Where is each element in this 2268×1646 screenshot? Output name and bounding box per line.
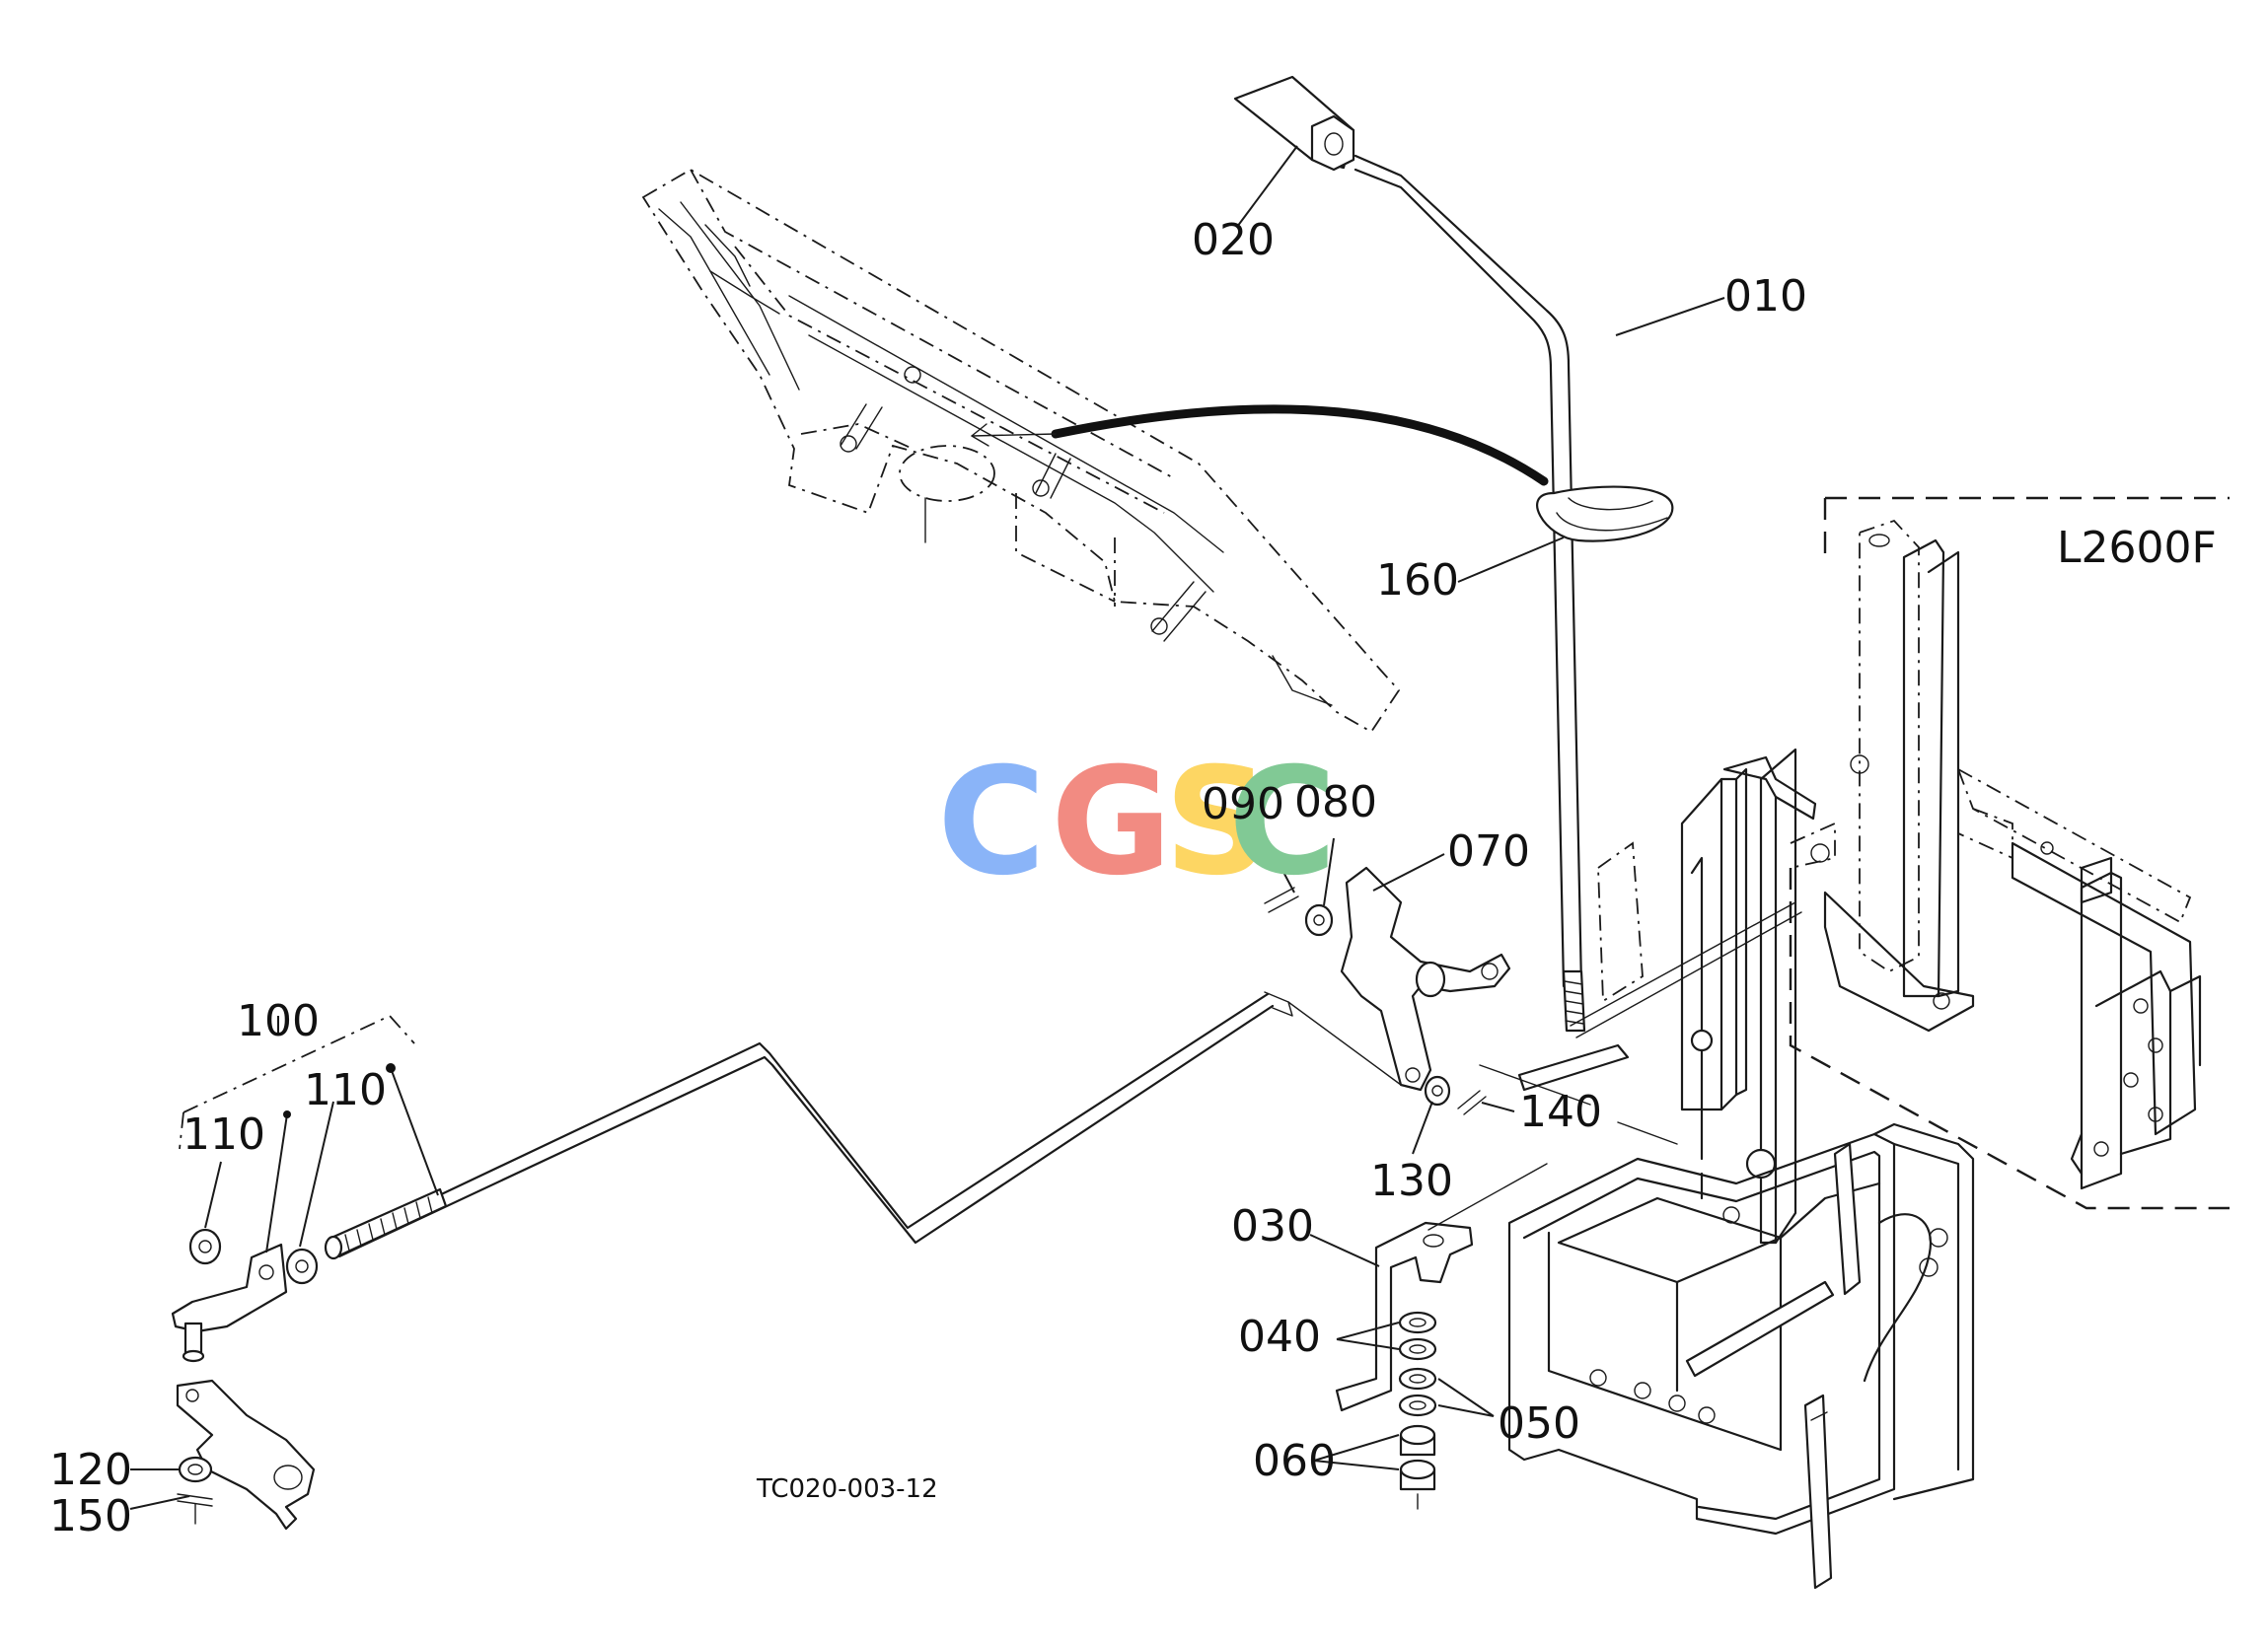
callout-030: 030 xyxy=(1231,1201,1314,1252)
callout-150: 150 xyxy=(49,1491,132,1541)
callout-110-right: 110 xyxy=(304,1065,387,1115)
lever-bracket xyxy=(1479,748,1975,1590)
throttle-lever xyxy=(1233,75,1674,1033)
throttle-arm xyxy=(1264,866,1511,1115)
throttle-rod xyxy=(324,991,1402,1260)
callout-160: 160 xyxy=(1376,555,1459,606)
watermark: C G S C xyxy=(937,737,1337,908)
callout-120: 120 xyxy=(49,1445,132,1495)
callout-080: 080 xyxy=(1294,777,1377,827)
l2600f-inset xyxy=(1789,496,2230,1210)
watermark-letter-c2: C xyxy=(1228,737,1337,908)
callout-020: 020 xyxy=(1192,215,1275,265)
callout-040: 040 xyxy=(1238,1312,1321,1362)
callout-070: 070 xyxy=(1447,826,1530,877)
watermark-letter-s: S xyxy=(1164,737,1271,908)
callout-130: 130 xyxy=(1370,1156,1453,1206)
diagram-code: TC020-003-12 xyxy=(756,1474,938,1504)
callout-100: 100 xyxy=(237,996,320,1046)
throttle-cable xyxy=(971,404,1549,486)
callout-110-left: 110 xyxy=(183,1109,265,1160)
callout-labels: 010 020 160 090 080 070 140 130 030 040 … xyxy=(49,215,2217,1541)
fender-panel xyxy=(641,168,1401,734)
callout-140: 140 xyxy=(1519,1087,1602,1137)
watermark-letter-c1: C xyxy=(937,737,1046,908)
watermark-letter-g: G xyxy=(1051,737,1172,908)
callout-010: 010 xyxy=(1724,271,1807,322)
leader-lines xyxy=(129,145,1725,1510)
variant-label: L2600F xyxy=(2057,523,2217,573)
callout-050: 050 xyxy=(1498,1398,1580,1449)
callout-090: 090 xyxy=(1202,779,1284,829)
lever-stack xyxy=(1335,1163,1548,1510)
rod-link-assembly xyxy=(171,1014,415,1531)
callout-060: 060 xyxy=(1253,1436,1336,1486)
